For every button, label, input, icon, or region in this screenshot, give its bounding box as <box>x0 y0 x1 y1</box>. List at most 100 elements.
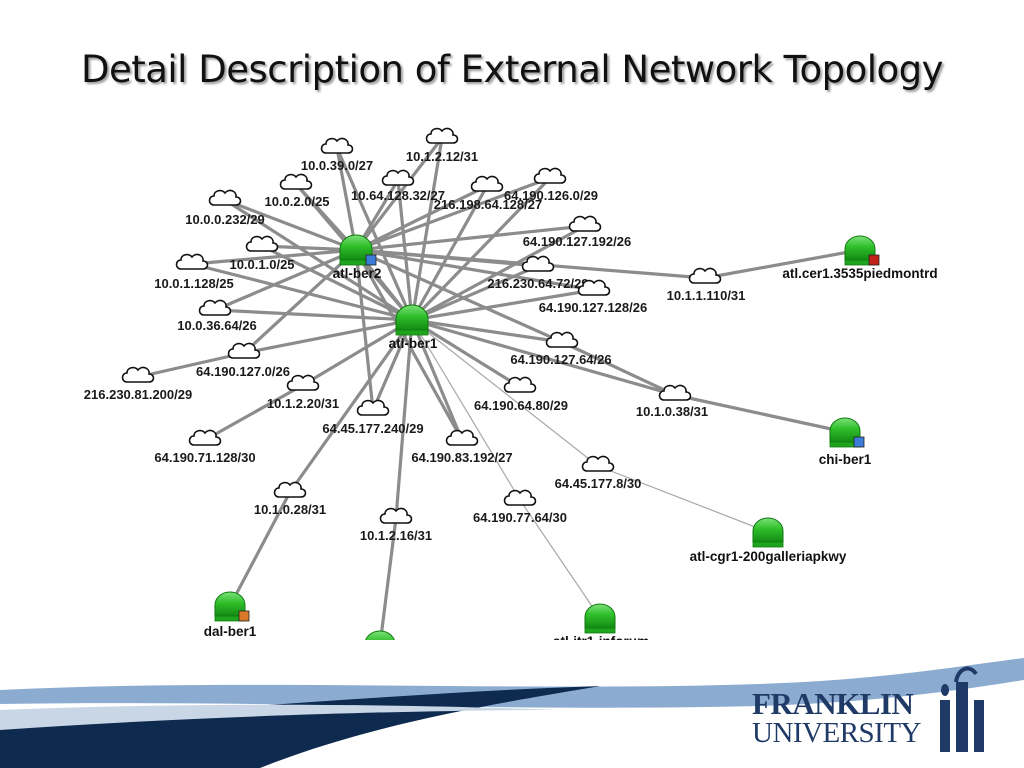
router-chi-ber1[interactable]: chi-ber1 <box>819 417 872 467</box>
subnet-label: 216.230.64.72/29 <box>487 276 588 291</box>
logo-mark-icon <box>940 666 984 752</box>
cloud-icon <box>470 175 504 192</box>
subnet-cloud-s27[interactable]: 10.1.2.16/31 <box>360 507 432 543</box>
link-atl-ber1-s11 <box>411 264 539 322</box>
subnet-cloud-s5[interactable]: 216.198.64.128/27 <box>434 175 542 212</box>
link-atl-ber2-s12 <box>355 248 595 292</box>
subnet-cloud-s26[interactable]: 64.190.77.64/30 <box>473 489 567 525</box>
subnet-label: 64.190.71.128/30 <box>154 450 255 465</box>
status-badge-icon <box>365 254 377 266</box>
subnet-cloud-s17[interactable]: 216.230.81.200/29 <box>84 366 192 402</box>
router-atl-ber1[interactable]: atl-ber1 <box>389 304 438 351</box>
link-atl-ber1-s26 <box>411 319 521 501</box>
router-atl-itr1-inforum[interactable]: atl-itr1-inforum <box>553 603 649 640</box>
subnet-cloud-s21[interactable]: 64.45.177.240/29 <box>322 399 424 436</box>
subnet-cloud-s12[interactable]: 64.190.127.128/26 <box>539 279 647 315</box>
subnet-cloud-s8[interactable]: 64.190.127.192/26 <box>523 215 631 249</box>
router-label: atl-ber1 <box>389 336 438 351</box>
subnet-cloud-s6[interactable]: 64.190.126.0/29 <box>504 167 598 203</box>
subnet-cloud-s9[interactable]: 10.0.1.0/25 <box>229 235 295 272</box>
subnet-cloud-s1[interactable]: 10.0.39.0/27 <box>301 137 373 173</box>
link-atl-ber1-s4 <box>396 179 414 321</box>
link-atl-ber1-s18 <box>302 318 413 387</box>
link-atl-ber2-s14 <box>214 248 357 312</box>
footer-light-band <box>0 658 1024 708</box>
subnet-cloud-s10[interactable]: 10.0.1.128/25 <box>154 253 234 291</box>
router-dal-ber1[interactable]: dal-ber1 <box>204 591 257 639</box>
cloud-icon <box>521 255 555 272</box>
router-base <box>584 627 616 634</box>
cloud-icon <box>445 429 479 446</box>
subnet-cloud-s19[interactable]: 64.190.64.80/29 <box>474 376 568 413</box>
status-badge-icon <box>868 254 880 266</box>
cloud-icon <box>188 429 222 446</box>
router-atl-cgr1-200galleriapkwy[interactable]: atl-cgr1-200galleriapkwy <box>690 517 847 564</box>
subnet-cloud-s20[interactable]: 10.1.0.38/31 <box>636 384 708 419</box>
subnet-cloud-s24[interactable]: 64.45.177.8/30 <box>555 455 642 491</box>
link-s26-atl-itr1-inforum <box>519 499 601 619</box>
network-topology-diagram: 10.0.39.0/27 10.1.2.12/31 10.0.2.0/25 10.64… <box>84 127 938 640</box>
cloud-icon <box>273 481 307 498</box>
link-s16-s17 <box>137 351 245 379</box>
subnet-label: 10.0.1.128/25 <box>154 276 234 291</box>
subnet-label: 10.0.39.0/27 <box>301 158 373 173</box>
subnet-label: 10.1.0.38/31 <box>636 404 708 419</box>
link-atl-ber1-s7 <box>224 198 413 322</box>
subnet-cloud-s4[interactable]: 10.64.128.32/27 <box>351 169 445 203</box>
router-label: atl-ber2 <box>333 266 382 281</box>
link-atl-ber2-s5 <box>355 184 488 252</box>
cloud-icon <box>381 169 415 186</box>
subnet-label: 10.0.36.64/26 <box>177 318 257 333</box>
cloud-icon <box>577 279 611 296</box>
subnet-cloud-s18[interactable]: 10.1.2.20/31 <box>267 374 339 411</box>
router-icon <box>339 234 373 261</box>
cloud-icon <box>286 374 320 391</box>
franklin-university-logo: FRANKLIN UNIVERSITY <box>752 688 952 758</box>
subnet-cloud-s3[interactable]: 10.0.2.0/25 <box>264 173 330 209</box>
link-atl-ber1-s2 <box>410 137 444 321</box>
subnet-label: 216.230.81.200/29 <box>84 387 192 402</box>
subnet-cloud-s22[interactable]: 64.190.71.128/30 <box>154 429 256 465</box>
link-atl-ber1-s1 <box>335 147 414 321</box>
subnet-cloud-s2[interactable]: 10.1.2.12/31 <box>406 127 478 164</box>
router-atl-ber2[interactable]: atl-ber2 <box>333 234 382 281</box>
subnet-label: 10.0.0.232/29 <box>185 212 265 227</box>
link-atl-ber2-s6 <box>355 176 551 252</box>
subnet-cloud-s25[interactable]: 10.1.0.28/31 <box>254 481 326 517</box>
subnet-label: 64.190.126.0/29 <box>504 188 598 203</box>
link-atl-ber2-s2 <box>354 137 444 251</box>
subnet-label: 64.190.127.192/26 <box>523 234 631 249</box>
router-icon <box>584 603 616 629</box>
router-icon <box>752 517 784 543</box>
subnet-cloud-s16[interactable]: 64.190.127.0/26 <box>196 342 290 379</box>
subnet-cloud-s7[interactable]: 10.0.0.232/29 <box>185 189 265 227</box>
link-atl-ber1-s5 <box>410 185 489 321</box>
router-icon <box>395 304 429 331</box>
cloud-icon <box>545 331 579 348</box>
cloud-icon <box>227 342 261 359</box>
subnet-label: 216.198.64.128/27 <box>434 197 542 212</box>
status-badge-icon <box>238 610 250 622</box>
cloud-icon <box>425 127 459 144</box>
link-s18-s22 <box>204 383 304 442</box>
subnet-cloud-s14[interactable]: 10.0.36.64/26 <box>177 299 257 333</box>
subnet-cloud-s15[interactable]: 64.190.127.64/26 <box>510 331 612 367</box>
router-atl.cer1.3535piedmontrd[interactable]: atl.cer1.3535piedmontrd <box>782 235 938 281</box>
router-atl-bgp2[interactable]: atl-bgp2 <box>355 630 408 640</box>
cloud-icon <box>533 167 567 184</box>
slide-title: Detail Description of External Network T… <box>80 48 944 91</box>
link-atl-ber1-s6 <box>410 176 552 322</box>
subnet-cloud-s13[interactable]: 10.1.1.110/31 <box>667 267 746 303</box>
cloud-icon <box>175 253 209 270</box>
cloud-icon <box>208 189 242 206</box>
link-atl-ber1-s24 <box>411 319 599 467</box>
subnet-cloud-s11[interactable]: 216.230.64.72/29 <box>487 255 589 291</box>
logo-line2: UNIVERSITY <box>752 717 922 749</box>
subnet-label: 10.1.2.16/31 <box>360 528 432 543</box>
subnet-cloud-s23[interactable]: 64.190.83.192/27 <box>411 429 513 465</box>
subnet-label: 10.1.0.28/31 <box>254 502 326 517</box>
subnet-label: 64.190.64.80/29 <box>474 398 568 413</box>
router-label: atl.cer1.3535piedmontrd <box>782 266 937 281</box>
subnet-label: 10.0.2.0/25 <box>264 194 329 209</box>
cloud-icon <box>658 384 692 401</box>
